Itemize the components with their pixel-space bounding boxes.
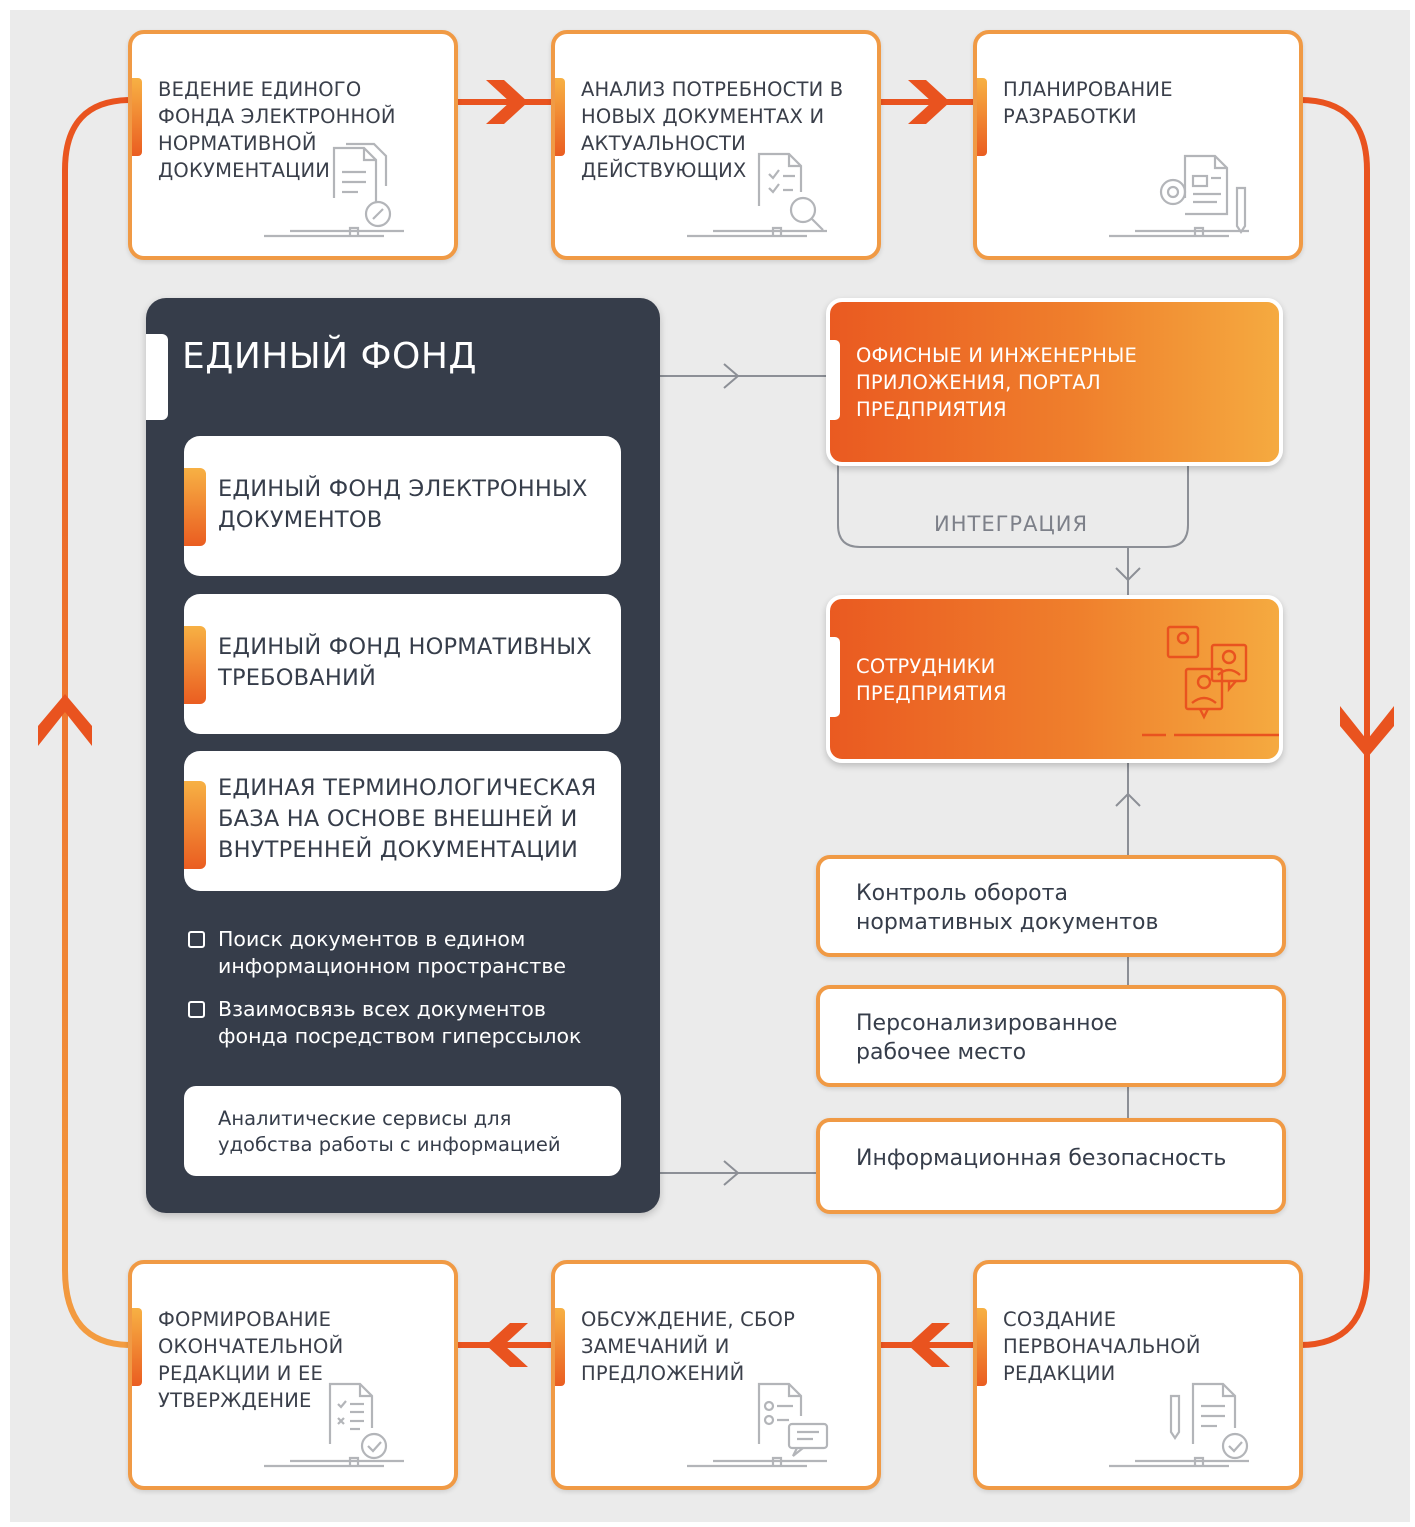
step-card-2: Анализ потребности в новых документах и … xyxy=(551,30,881,260)
fund-card-terminology: Единая терминологическая база на основе … xyxy=(184,751,621,891)
step-card-5: Обсуждение, сбор замечаний и предложений xyxy=(551,1260,881,1490)
panel-tab-mark xyxy=(146,334,168,420)
card-tab-mark xyxy=(830,340,840,420)
card-accent-mark xyxy=(184,781,206,869)
step-card-1: Ведение единого фонда электронной нормат… xyxy=(128,30,458,260)
step-label: Анализ потребности в новых документах и … xyxy=(581,78,844,182)
card-tab-mark xyxy=(830,637,840,717)
document-gear-pencil-icon xyxy=(1109,154,1249,238)
feature-card-control: Контроль оборота нормативных документов xyxy=(816,855,1286,957)
step-accent-mark xyxy=(132,1308,142,1386)
document-comment-icon xyxy=(687,1382,829,1468)
panel-title: Единый фонд xyxy=(182,336,478,377)
card-accent-mark xyxy=(184,626,206,704)
employees-label: Сотрудники предприятия xyxy=(856,655,1007,705)
step-label: Планирование разработки xyxy=(1003,78,1173,128)
bullet-text: Взаимосвязь всех документов фонда посред… xyxy=(218,997,582,1048)
step-card-3: Планирование разработки xyxy=(973,30,1303,260)
document-link-icon xyxy=(264,142,404,238)
card-label: Единый фонд нормативных требований xyxy=(218,634,592,691)
checklist-check-icon xyxy=(264,1382,404,1468)
document-pencil-check-icon xyxy=(1109,1382,1249,1468)
fund-card-documents: Единый фонд электронных документов xyxy=(184,436,621,576)
step-accent-mark xyxy=(132,78,142,156)
analytics-label: Аналитические сервисы для удобства работ… xyxy=(218,1107,561,1156)
analytics-card: Аналитические сервисы для удобства работ… xyxy=(184,1086,621,1176)
card-label: Единый фонд электронных документов xyxy=(218,476,588,533)
feature-card-workplace: Персонализированное рабочее место xyxy=(816,985,1286,1087)
apps-portal-card: Офисные и инженерные приложения, портал … xyxy=(826,298,1283,466)
card-label: Единая терминологическая база на основе … xyxy=(218,775,597,863)
bullet-text: Поиск документов в едином информационном… xyxy=(218,927,567,978)
feature-label: Персонализированное рабочее место xyxy=(856,1011,1118,1065)
step-label: Ведение единого фонда электронной нормат… xyxy=(158,78,396,182)
step-accent-mark xyxy=(555,78,565,156)
step-accent-mark xyxy=(555,1308,565,1386)
step-card-6: Формирование окончательной редакции и ее… xyxy=(128,1260,458,1490)
step-accent-mark xyxy=(977,1308,987,1386)
step-label: Обсуждение, сбор замечаний и предложений xyxy=(581,1308,796,1385)
unified-fund-panel: Единый фонд Единый фонд электронных доку… xyxy=(146,298,660,1213)
step-card-4: Создание первоначальной редакции xyxy=(973,1260,1303,1490)
checkbox-icon xyxy=(188,931,205,948)
document-search-icon xyxy=(687,152,827,238)
apps-portal-label: Офисные и инженерные приложения, портал … xyxy=(856,344,1138,421)
feature-label: Информационная безопасность xyxy=(856,1146,1227,1171)
feature-label: Контроль оборота нормативных документов xyxy=(856,881,1159,935)
step-label: Формирование окончательной редакции и ее… xyxy=(158,1308,344,1412)
step-accent-mark xyxy=(977,78,987,156)
checkbox-icon xyxy=(188,1001,205,1018)
employees-card: Сотрудники предприятия xyxy=(826,595,1283,763)
people-profiles-icon xyxy=(1142,625,1279,737)
integration-label: ИНТЕГРАЦИЯ xyxy=(934,512,1089,536)
fund-card-requirements: Единый фонд нормативных требований xyxy=(184,594,621,734)
card-accent-mark xyxy=(184,468,206,546)
feature-card-security: Информационная безопасность xyxy=(816,1118,1286,1214)
step-label: Создание первоначальной редакции xyxy=(1003,1308,1201,1385)
